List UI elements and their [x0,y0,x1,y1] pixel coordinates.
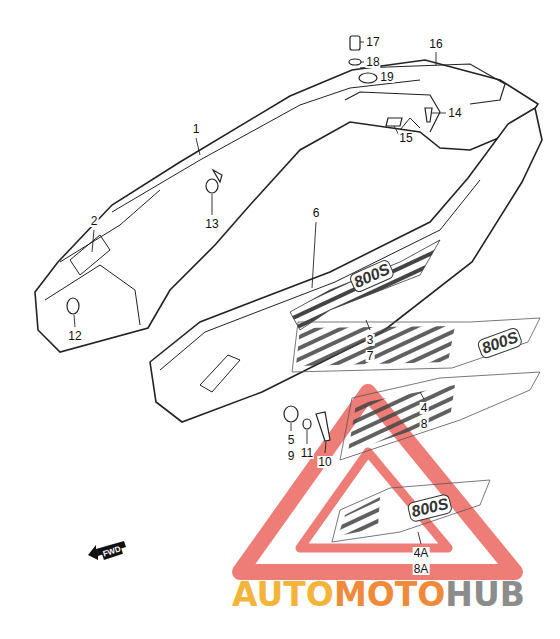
callout-number: 12 [67,330,82,342]
decal-logo: 800S [476,326,524,360]
callout-number: 19 [379,71,394,83]
watermark-text: HUB [445,578,525,611]
watermark-text: AUTO [232,578,334,611]
callout-number: 15 [398,132,413,144]
callout-number: 14 [447,107,462,119]
callout-number: 9 [287,450,296,462]
watermark: AUTOMOTOHUB [232,578,525,611]
callout-number: 8 [420,418,429,430]
callout-number: 6 [312,207,321,219]
callout-number: 11 [300,447,314,459]
callout-number: 16 [428,38,443,50]
callout-number: 4 [420,402,429,414]
callout-number: 10 [317,456,332,468]
direction-label: FWD [101,544,123,560]
callout-number: 4A [413,547,430,559]
callout-number: 2 [90,215,99,227]
callout-number: 8A [413,563,430,575]
callout-number: 18 [365,56,380,68]
decal-logo: 800S [407,493,454,523]
callout-number: 5 [287,434,296,446]
callout-number: 1 [192,123,201,135]
callout-number: 13 [204,218,219,230]
watermark-text: MOTO [334,578,445,611]
callout-number: 17 [365,36,380,48]
callout-number: 3 [366,334,375,346]
callout-number: 7 [366,350,375,362]
